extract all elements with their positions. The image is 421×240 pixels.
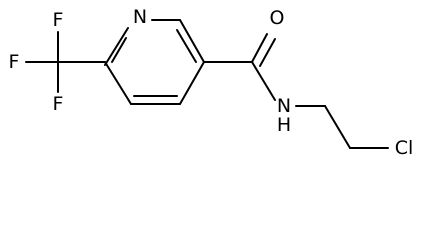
- chloroethyl-chain: [295, 105, 389, 149]
- atom-label-cl: Cl: [395, 137, 414, 159]
- bond-c6-c5-inner: [176, 29, 197, 63]
- atom-label-f-top: F: [53, 9, 64, 31]
- bond-carbonyl-o-1: [251, 33, 268, 63]
- bond-c6-c5: [179, 19, 205, 63]
- atom-label-n-ring: N: [133, 6, 147, 28]
- bond-carbonyl-o-2: [259, 38, 276, 67]
- bond-c5-c4: [179, 61, 205, 105]
- bond-carbonyl-n: [251, 61, 276, 101]
- bond-n-c2: [104, 27, 129, 66]
- atom-label-f-left: F: [9, 51, 20, 73]
- atom-label-n-amide: N: [277, 95, 291, 117]
- bond-c3-c2: [104, 61, 132, 105]
- bond-ch2-ch2: [324, 105, 351, 149]
- atom-label-h-amide: H: [277, 114, 291, 136]
- pyridine-ring: [104, 19, 205, 105]
- atom-label-f-bottom: F: [53, 93, 64, 115]
- amide-group: [203, 33, 276, 101]
- chemical-structure-diagram: N O F F F N H Cl: [9, 6, 414, 159]
- atom-label-o-carbonyl: O: [270, 7, 285, 29]
- trifluoromethyl-group: [25, 31, 106, 93]
- bond-n-c2-inner: [111, 37, 127, 63]
